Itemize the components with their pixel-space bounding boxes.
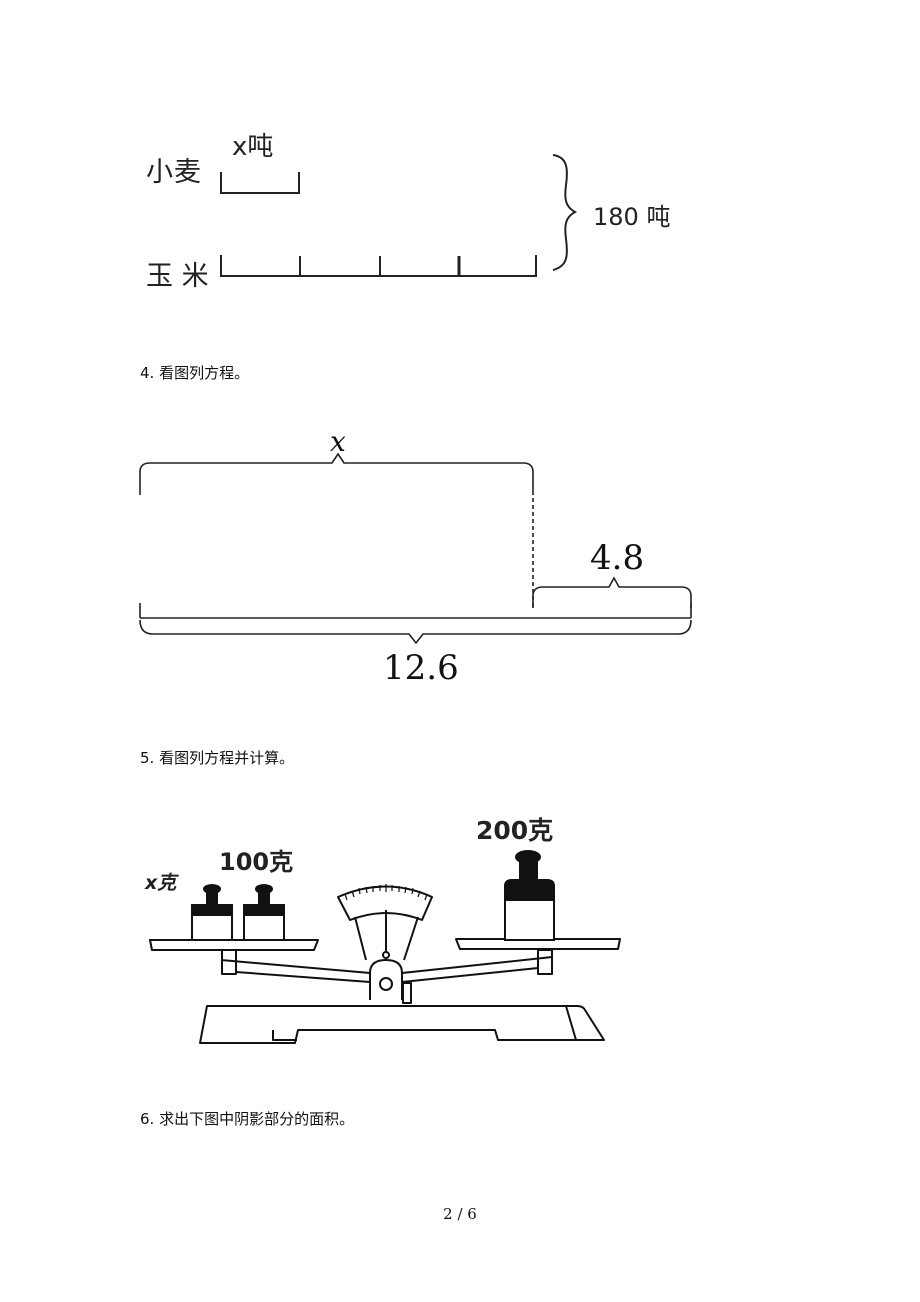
question-6: 6. 求出下图中阴影部分的面积。 — [140, 1110, 355, 1128]
total-label-12-6: 12.6 — [383, 648, 459, 688]
total-brace-bottom — [139, 619, 692, 645]
dial-ticks — [344, 884, 428, 901]
page-number: 2 / 6 — [443, 1205, 477, 1223]
question-4: 4. 看图列方程。 — [140, 364, 250, 382]
base-notch — [272, 1030, 297, 1041]
beam-left-lower — [235, 971, 371, 983]
x-weight-label: x克 — [145, 872, 177, 894]
part-label-4-8: 4.8 — [590, 538, 645, 578]
weight-200 — [504, 895, 555, 941]
left-pan — [149, 939, 319, 951]
beam-right — [401, 956, 553, 974]
base-detail — [565, 1005, 577, 1041]
total-label: 180 吨 — [593, 203, 671, 231]
wheat-segment — [220, 172, 300, 194]
wheat-amount-label: x吨 — [232, 132, 274, 162]
dial-stand — [354, 916, 419, 961]
corn-label: 玉 米 — [146, 261, 209, 292]
corn-segment — [220, 255, 537, 277]
scale-base — [199, 1005, 605, 1044]
pillar-knob — [402, 982, 412, 1004]
pillar — [369, 959, 403, 1000]
wheat-label: 小麦 — [146, 157, 202, 188]
right-pan-support — [537, 949, 553, 975]
total-brace — [552, 154, 578, 271]
beam-left — [220, 959, 371, 974]
question-5: 5. 看图列方程并计算。 — [140, 749, 295, 767]
beam-right-lower — [401, 967, 539, 983]
part-brace — [532, 576, 692, 608]
needle-base — [382, 951, 390, 959]
right-weight-label: 200克 — [476, 816, 554, 845]
left-weights-label: 100克 — [219, 848, 294, 876]
weights — [191, 850, 555, 941]
right-pan — [455, 938, 621, 950]
x-label: x — [330, 425, 346, 458]
dial — [337, 885, 433, 921]
x-brace — [139, 452, 534, 495]
pivot — [379, 977, 393, 991]
